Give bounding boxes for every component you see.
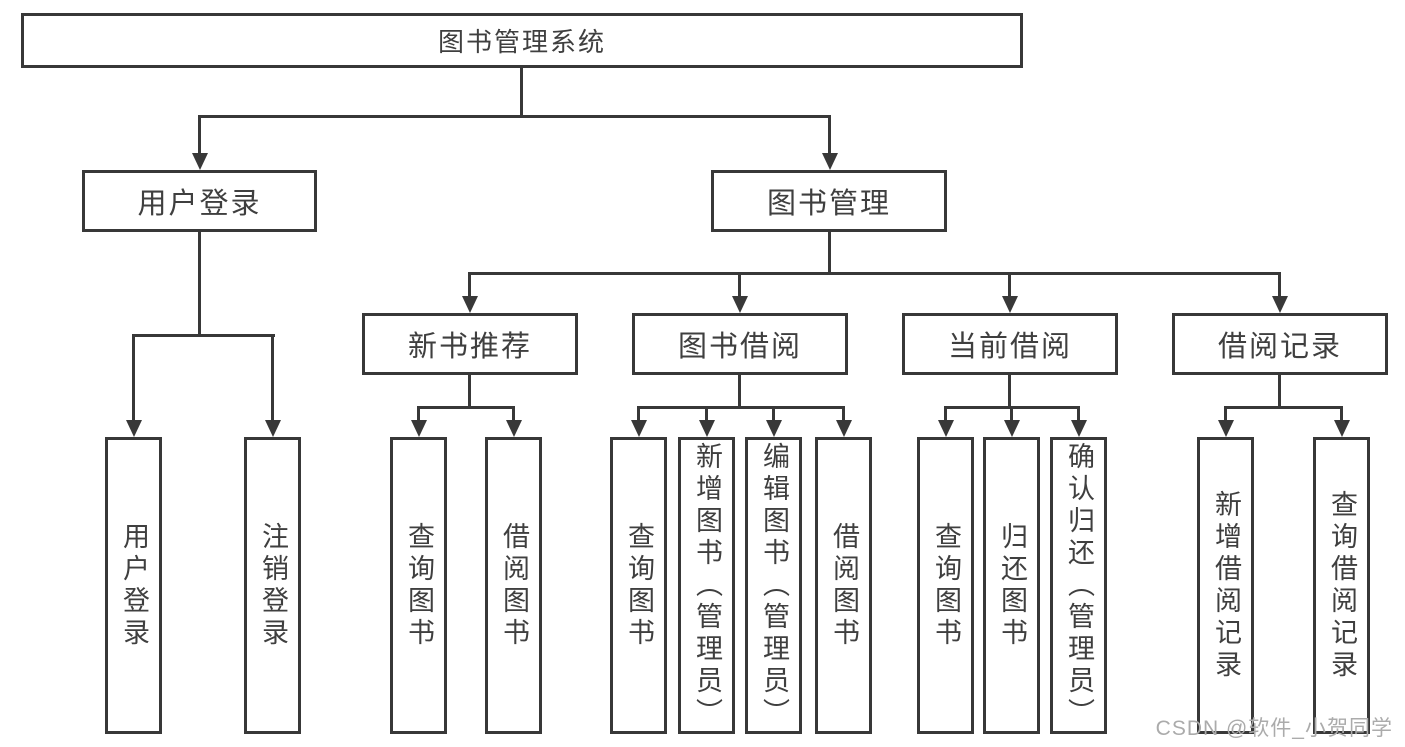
connector-vline	[1340, 406, 1343, 422]
arrowhead-icon	[699, 420, 715, 437]
connector-vline	[468, 375, 471, 408]
leaf-user-login: 用户登录	[105, 437, 162, 734]
leaf-bb-edit-books-label: 编辑图书（管理员）	[759, 441, 789, 730]
arrowhead-icon	[732, 296, 748, 313]
arrowhead-icon	[192, 153, 208, 170]
arrowhead-icon	[938, 420, 954, 437]
arrowhead-icon	[265, 420, 281, 437]
node-borrow-record: 借阅记录	[1172, 313, 1388, 375]
leaf-logout-label: 注销登录	[258, 521, 288, 650]
arrowhead-icon	[766, 420, 782, 437]
connector-vline	[132, 334, 135, 420]
connector-vline	[198, 232, 201, 336]
node-book-borrow: 图书借阅	[632, 313, 848, 375]
node-book-mgmt: 图书管理	[711, 170, 947, 232]
node-user-login: 用户登录	[82, 170, 317, 232]
connector-vline	[468, 272, 471, 298]
connector-vline	[842, 406, 845, 422]
watermark: CSDN @软件_小贺同学	[1155, 717, 1393, 740]
leaf-bb-add-books: 新增图书（管理员）	[678, 437, 735, 734]
arrowhead-icon	[1218, 420, 1234, 437]
leaf-user-login-label: 用户登录	[119, 521, 149, 650]
node-borrow-record-label: 借阅记录	[1217, 331, 1342, 363]
leaf-cb-return-books-label: 归还图书	[997, 521, 1027, 650]
leaf-br-add-record: 新增借阅记录	[1197, 437, 1254, 734]
leaf-nbr-query-books-label: 查询图书	[404, 521, 434, 650]
connector-vline	[738, 272, 741, 298]
connector-vline	[271, 334, 274, 420]
node-user-login-label: 用户登录	[137, 188, 262, 220]
leaf-bb-query-books-label: 查询图书	[624, 521, 654, 650]
leaf-cb-confirm-return-label: 确认归还（管理员）	[1064, 441, 1094, 730]
leaf-cb-confirm-return: 确认归还（管理员）	[1050, 437, 1107, 734]
connector-hline	[637, 406, 845, 409]
connector-hline	[1224, 406, 1343, 409]
node-current-borrow: 当前借阅	[902, 313, 1118, 375]
leaf-nbr-query-books: 查询图书	[390, 437, 447, 734]
connector-vline	[1010, 406, 1013, 422]
leaf-br-query-record: 查询借阅记录	[1313, 437, 1370, 734]
connector-hline	[468, 272, 1281, 275]
connector-vline	[738, 375, 741, 408]
connector-vline	[705, 406, 708, 422]
connector-vline	[1224, 406, 1227, 422]
connector-vline	[198, 115, 201, 154]
leaf-br-query-record-label: 查询借阅记录	[1327, 489, 1357, 682]
connector-vline	[828, 115, 831, 154]
connector-vline	[1278, 375, 1281, 408]
connector-vline	[1008, 375, 1011, 408]
arrowhead-icon	[1004, 420, 1020, 437]
connector-vline	[1278, 272, 1281, 298]
node-root: 图书管理系统	[21, 13, 1023, 68]
leaf-cb-query-books: 查询图书	[917, 437, 974, 734]
arrowhead-icon	[411, 420, 427, 437]
arrowhead-icon	[506, 420, 522, 437]
arrowhead-icon	[126, 420, 142, 437]
node-book-mgmt-label: 图书管理	[766, 188, 891, 220]
leaf-logout: 注销登录	[244, 437, 301, 734]
leaf-cb-query-books-label: 查询图书	[931, 521, 961, 650]
node-new-book-rec-label: 新书推荐	[407, 331, 532, 363]
leaf-bb-borrow-books: 借阅图书	[815, 437, 872, 734]
leaf-nbr-borrow-books-label: 借阅图书	[499, 521, 529, 650]
leaf-br-add-record-label: 新增借阅记录	[1211, 489, 1241, 682]
node-root-label: 图书管理系统	[437, 27, 606, 57]
node-current-borrow-label: 当前借阅	[947, 331, 1072, 363]
connector-vline	[772, 406, 775, 422]
leaf-bb-edit-books: 编辑图书（管理员）	[745, 437, 802, 734]
connector-vline	[1077, 406, 1080, 422]
leaf-nbr-borrow-books: 借阅图书	[485, 437, 542, 734]
connector-hline	[417, 406, 515, 409]
arrowhead-icon	[462, 296, 478, 313]
arrowhead-icon	[1002, 296, 1018, 313]
arrowhead-icon	[1334, 420, 1350, 437]
leaf-bb-add-books-label: 新增图书（管理员）	[692, 441, 722, 730]
connector-vline	[828, 232, 831, 274]
node-new-book-rec: 新书推荐	[362, 313, 578, 375]
leaf-bb-query-books: 查询图书	[610, 437, 667, 734]
arrowhead-icon	[836, 420, 852, 437]
arrowhead-icon	[1071, 420, 1087, 437]
connector-vline	[520, 68, 523, 116]
leaf-bb-borrow-books-label: 借阅图书	[829, 521, 859, 650]
leaf-cb-return-books: 归还图书	[983, 437, 1040, 734]
connector-vline	[1008, 272, 1011, 298]
arrowhead-icon	[822, 153, 838, 170]
arrowhead-icon	[1272, 296, 1288, 313]
connector-vline	[512, 406, 515, 422]
connector-vline	[637, 406, 640, 422]
connector-vline	[417, 406, 420, 422]
connector-vline	[944, 406, 947, 422]
node-book-borrow-label: 图书借阅	[677, 331, 802, 363]
connector-hline	[198, 115, 831, 118]
arrowhead-icon	[631, 420, 647, 437]
connector-hline	[132, 334, 275, 337]
